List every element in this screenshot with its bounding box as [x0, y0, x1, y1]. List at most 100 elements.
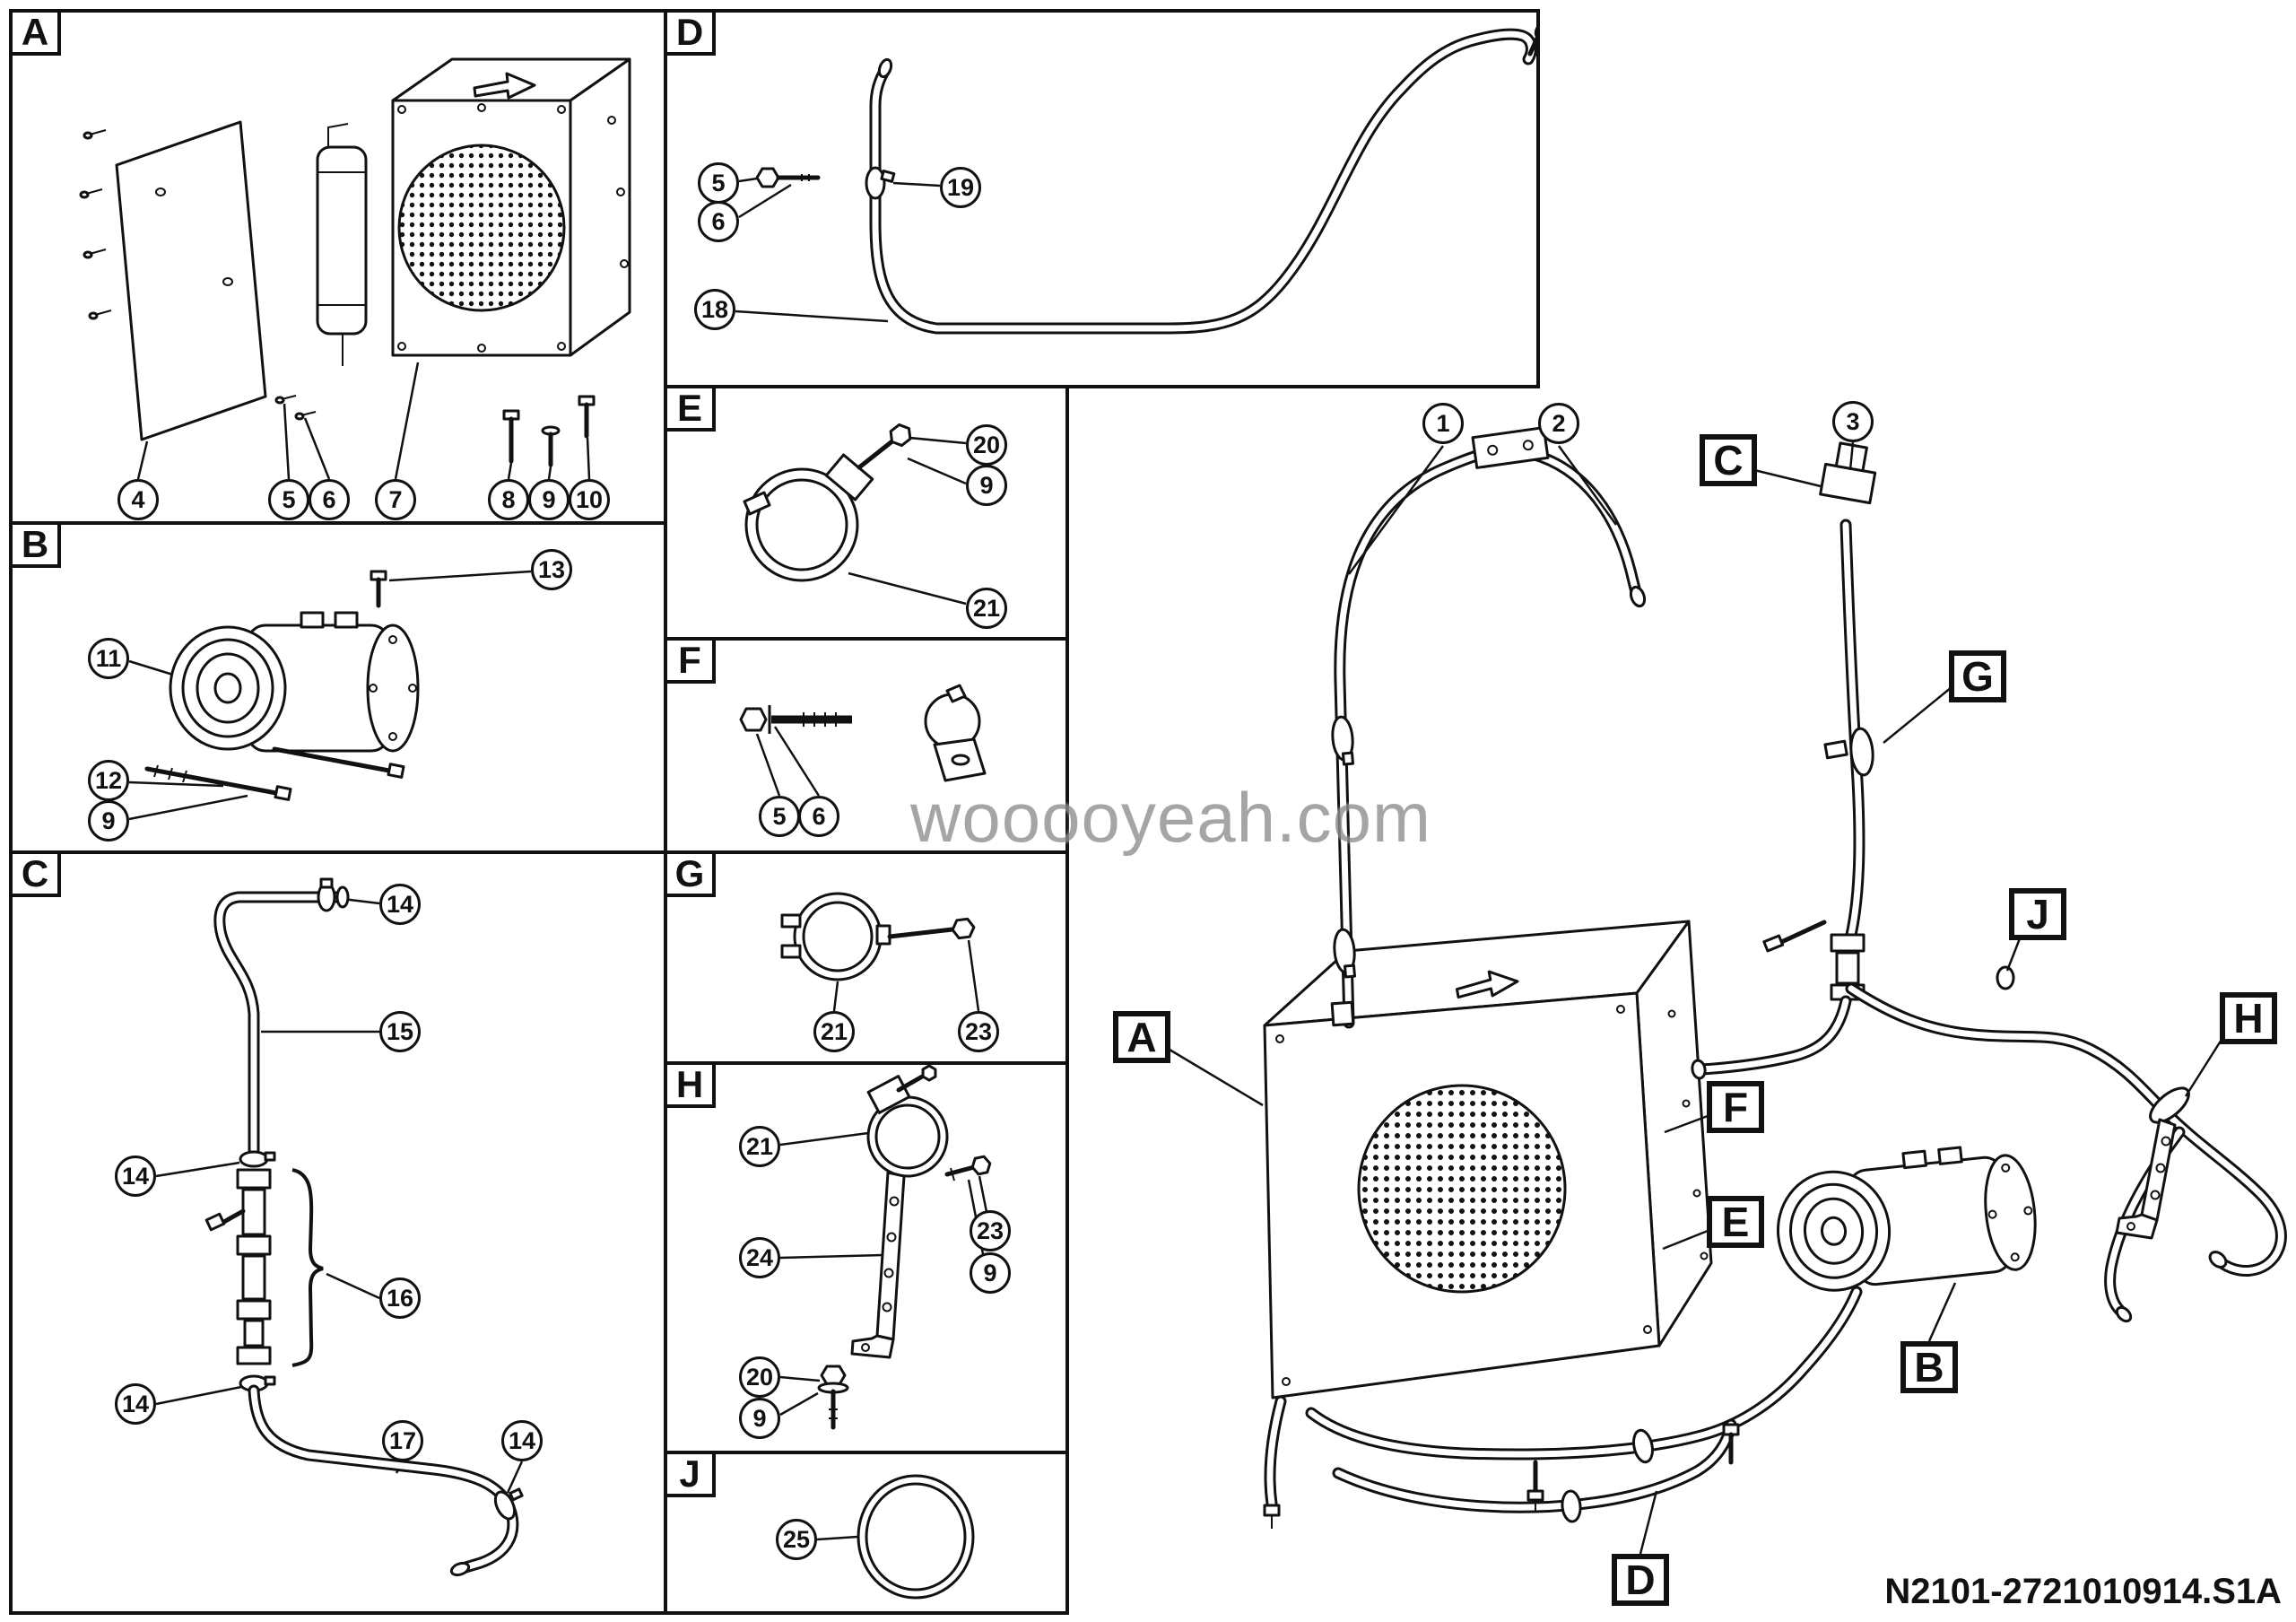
panel-f: F 5 6: [664, 637, 1069, 854]
callout-5: 5: [268, 479, 309, 520]
section-label-e: E: [664, 385, 716, 432]
callout-17: 17: [382, 1420, 423, 1461]
assembly-label-a: A: [1113, 1011, 1170, 1063]
callout-15: 15: [379, 1011, 421, 1052]
assembly-view: 1 2 3 C G J H A F E B D: [1069, 0, 2296, 1622]
hose-clamp: [865, 166, 896, 200]
long-bolts: [144, 746, 405, 801]
band-clamp: [743, 423, 912, 582]
band-clamp: [780, 892, 891, 981]
assembly-drawing: [1169, 426, 2287, 1555]
mount-screws: [79, 129, 112, 320]
panel-h: H: [664, 1061, 1069, 1454]
assembly-label-d: D: [1612, 1554, 1669, 1606]
callout-9: 9: [966, 465, 1007, 506]
callout-9: 9: [739, 1398, 780, 1439]
callout-21: 21: [739, 1126, 780, 1167]
hose-to-bracket: [1845, 982, 2287, 1323]
panel-f-drawing: [739, 684, 987, 797]
panel-e-drawing: [743, 423, 967, 606]
receiver-drier: [316, 123, 368, 366]
panel-g: G 21 23: [664, 850, 1069, 1065]
callout-14: 14: [379, 884, 421, 925]
section-label-b: B: [9, 521, 61, 568]
section-label-d: D: [664, 9, 716, 56]
callout-5: 5: [759, 796, 800, 837]
bottom-fasteners: [502, 395, 596, 467]
panel-d: D 5 6 19 18: [664, 9, 1540, 388]
bracket: [850, 1171, 906, 1359]
callout-19: 19: [940, 167, 981, 208]
callout-24: 24: [739, 1237, 780, 1278]
panel-e: E 20 9 21: [664, 385, 1069, 641]
clamp-bolt: [887, 917, 976, 940]
callout-23: 23: [970, 1210, 1011, 1251]
lower-hose: [248, 1384, 524, 1577]
small-o-ring: [1996, 965, 2015, 990]
callout-18: 18: [694, 289, 735, 330]
assembly-label-c: C: [1700, 434, 1757, 486]
assembly-label-g: G: [1949, 650, 2006, 702]
panel-c: C: [9, 850, 667, 1615]
coupler-stack: [204, 1150, 324, 1392]
section-label-g: G: [664, 850, 716, 897]
callout-14: 14: [115, 1155, 156, 1197]
callout-21: 21: [966, 588, 1007, 629]
callout-3: 3: [1832, 401, 1874, 442]
section-label-j: J: [664, 1451, 716, 1497]
callout-9: 9: [528, 479, 570, 520]
part-number: N2101-2721010914.S1A: [1884, 1572, 2282, 1611]
panel-c-drawing: [155, 877, 524, 1577]
bottom-bolt: [817, 1365, 849, 1430]
assembly-label-e: E: [1707, 1196, 1764, 1248]
panel-b-drawing: [128, 570, 532, 821]
section-label-f: F: [664, 637, 716, 684]
callout-23: 23: [958, 1011, 999, 1052]
panel-a: A: [9, 9, 667, 525]
airflow-arrow: [1455, 970, 1519, 999]
callout-4: 4: [117, 479, 159, 520]
callout-21: 21: [813, 1011, 855, 1052]
assembly-label-f: F: [1707, 1081, 1764, 1133]
callout-20: 20: [739, 1356, 780, 1398]
callout-8: 8: [488, 479, 529, 520]
fan-grille: [397, 144, 566, 312]
panel-g-drawing: [780, 892, 980, 1012]
o-ring: [857, 1474, 975, 1600]
compressor: [169, 611, 420, 753]
assembly-label-h: H: [2220, 992, 2277, 1044]
callout-9: 9: [970, 1252, 1011, 1294]
callout-5: 5: [698, 162, 739, 204]
compressor-assembly: [1776, 1146, 2037, 1292]
callout-16: 16: [379, 1278, 421, 1319]
callout-6: 6: [698, 201, 739, 242]
condenser-box: [391, 57, 631, 357]
cushion-clamp: [924, 684, 987, 782]
callout-7: 7: [375, 479, 416, 520]
side-bolt: [944, 1155, 992, 1182]
assembly-label-j: J: [2009, 888, 2066, 940]
callout-11: 11: [88, 638, 129, 679]
callout-14: 14: [115, 1383, 156, 1425]
panel-j: J 25: [664, 1451, 1069, 1615]
callout-14: 14: [501, 1420, 543, 1461]
callout-12: 12: [88, 760, 129, 801]
airflow-arrow: [473, 72, 536, 100]
fan-grille: [1357, 1084, 1567, 1294]
callout-20: 20: [966, 424, 1007, 466]
callout-13: 13: [531, 549, 572, 590]
callout-25: 25: [776, 1519, 817, 1560]
callout-10: 10: [569, 479, 610, 520]
condenser-assembly: [1263, 920, 1713, 1400]
hose: [869, 22, 1536, 335]
section-label-c: C: [9, 850, 61, 897]
panel-d-drawing: [735, 22, 1536, 335]
callout-6: 6: [309, 479, 350, 520]
watermark: wooooyeah.com: [910, 778, 1432, 857]
section-label-h: H: [664, 1061, 716, 1108]
band-clamp: [866, 1065, 949, 1178]
bottom-hoses: [1263, 1286, 1863, 1529]
assembly-leader-lines: [1169, 441, 2226, 1555]
panel-b: B: [9, 521, 667, 854]
